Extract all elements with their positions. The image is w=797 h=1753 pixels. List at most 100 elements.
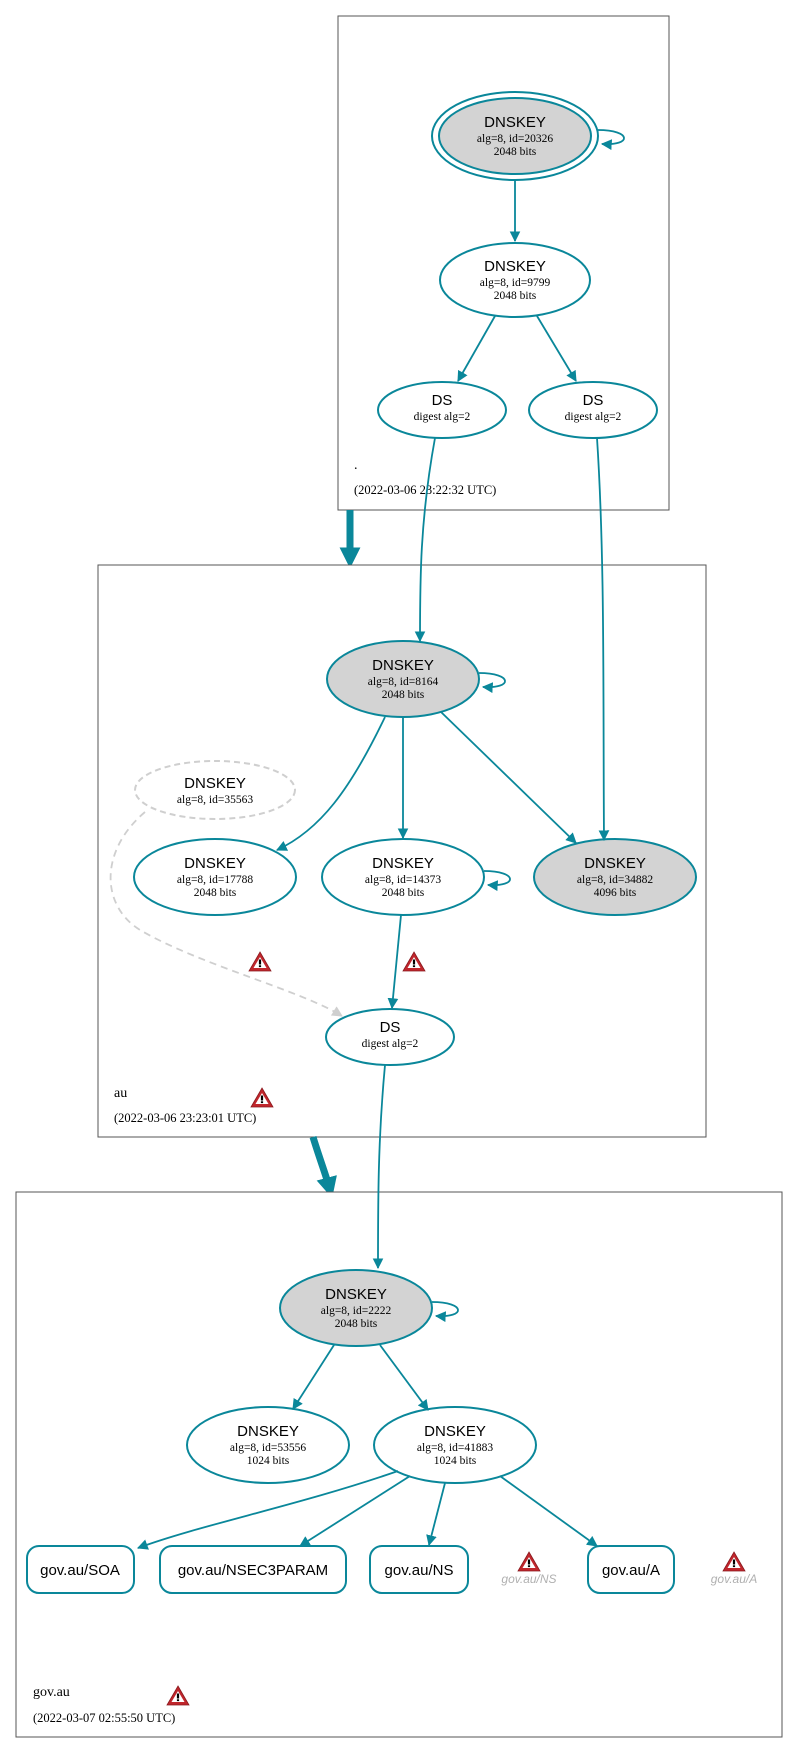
root-zsk-node[interactable]: DNSKEY alg=8, id=9799 2048 bits — [439, 242, 591, 318]
root-ds2-shape — [528, 381, 658, 439]
au-key3-node[interactable]: DNSKEY alg=8, id=34882 4096 bits — [533, 838, 697, 916]
zone-root: DNSKEY alg=8, id=20326 2048 bits DNSKEY … — [337, 15, 670, 511]
edge-gov-zsk2-to-nsec3param — [299, 1475, 411, 1547]
rrset-ns[interactable]: gov.au/NS — [369, 1545, 469, 1594]
au-ds-title: DS — [380, 1019, 401, 1036]
edge-root-zsk-to-ds2 — [536, 315, 577, 382]
root-ksk-self-edge — [597, 129, 625, 151]
au-zsk1-shape — [133, 838, 297, 916]
au-key3-shape — [533, 838, 697, 916]
gov-zsk2-title: DNSKEY — [424, 1423, 486, 1440]
rrset-ns-box — [369, 1545, 469, 1594]
gov-zsk1-alg: alg=8, id=53556 — [230, 1442, 306, 1454]
gov-ksk-title: DNSKEY — [325, 1286, 387, 1303]
edge-root-ds2-to-au-key3 — [596, 437, 610, 842]
edge-root-zsk-to-ds1 — [457, 315, 496, 382]
gov-zsk1-title: DNSKEY — [237, 1423, 299, 1440]
au-key3-bits: 4096 bits — [594, 887, 637, 899]
root-ksk-title: DNSKEY — [484, 114, 546, 131]
ghost-rrset-ns-label: gov.au/NS — [501, 1572, 556, 1586]
zone-au-timestamp: (2022-03-06 23:23:01 UTC) — [114, 1111, 256, 1125]
au-key3-title: DNSKEY — [584, 855, 646, 872]
zone-au-name: au — [114, 1086, 127, 1101]
gov-zsk2-bits: 1024 bits — [434, 1455, 477, 1467]
root-zsk-bits: 2048 bits — [494, 290, 537, 302]
gov-zsk2-alg: alg=8, id=41883 — [417, 1442, 493, 1454]
au-zsk1-title: DNSKEY — [184, 855, 246, 872]
root-ds2-node[interactable]: DS digest alg=2 — [528, 381, 658, 439]
root-ksk-bits: 2048 bits — [494, 146, 537, 158]
au-ksk-node[interactable]: DNSKEY alg=8, id=8164 2048 bits — [326, 640, 480, 718]
rrset-soa-box — [26, 1545, 135, 1594]
root-zsk-title: DNSKEY — [484, 258, 546, 275]
zone-gov-au: DNSKEY alg=8, id=2222 2048 bits DNSKEY a… — [15, 1191, 783, 1738]
delegation-au-to-gov-au — [309, 1135, 337, 1199]
rrset-a-box — [587, 1545, 675, 1594]
au-ksk-title: DNSKEY — [372, 657, 434, 674]
au-zsk2-alg: alg=8, id=14373 — [365, 874, 441, 886]
au-ksk-bits: 2048 bits — [382, 689, 425, 701]
au-missing-key-shape — [134, 760, 296, 820]
edge-au-missing-key-to-ds — [109, 811, 343, 1017]
gov-zsk2-node[interactable]: DNSKEY alg=8, id=41883 1024 bits — [373, 1406, 537, 1484]
gov-zsk1-node[interactable]: DNSKEY alg=8, id=53556 1024 bits — [186, 1406, 350, 1484]
au-zsk1-node[interactable]: DNSKEY alg=8, id=17788 2048 bits — [133, 838, 297, 916]
zone-gov-au-timestamp: (2022-03-07 02:55:50 UTC) — [33, 1711, 175, 1725]
root-ksk-node[interactable]: DNSKEY alg=8, id=20326 2048 bits — [431, 91, 599, 181]
edge-au-ds-to-gov-ksk — [372, 1064, 386, 1270]
root-zsk-alg: alg=8, id=9799 — [480, 277, 551, 289]
au-ds-node[interactable]: DS digest alg=2 — [325, 1008, 455, 1066]
rrset-soa[interactable]: gov.au/SOA — [26, 1545, 135, 1594]
rrset-ns-label: gov.au/NS — [385, 1562, 454, 1579]
edge-au-ksk-to-key3 — [440, 711, 577, 844]
rrset-nsec3param-box — [159, 1545, 347, 1594]
ghost-rrset-a-label: gov.au/A — [711, 1572, 757, 1586]
root-ds1-node[interactable]: DS digest alg=2 — [377, 381, 507, 439]
gov-ksk-node[interactable]: DNSKEY alg=8, id=2222 2048 bits — [279, 1269, 433, 1347]
au-zsk2-title: DNSKEY — [372, 855, 434, 872]
au-zsk2-node[interactable]: DNSKEY alg=8, id=14373 2048 bits — [321, 838, 485, 916]
root-zsk-shape — [439, 242, 591, 318]
gov-zsk1-bits: 1024 bits — [247, 1455, 290, 1467]
zone-root-name: . — [354, 458, 358, 473]
root-ksk-shape — [438, 97, 592, 175]
gov-zsk2-shape — [373, 1406, 537, 1484]
au-zsk2-bits: 2048 bits — [382, 887, 425, 899]
gov-ksk-shape — [279, 1269, 433, 1347]
edge-gov-zsk2-to-soa — [136, 1470, 399, 1550]
rrset-a[interactable]: gov.au/A — [587, 1545, 675, 1594]
au-zsk1-bits: 2048 bits — [194, 887, 237, 899]
edge-gov-ksk-to-zsk2 — [379, 1344, 429, 1411]
au-ksk-alg: alg=8, id=8164 — [368, 676, 439, 688]
au-zsk2-self-edge — [483, 870, 511, 892]
rrset-nsec3param-label: gov.au/NSEC3PARAM — [178, 1562, 328, 1579]
root-ds2-digest: digest alg=2 — [565, 411, 622, 423]
edge-root-ds1-to-au-ksk — [414, 437, 436, 643]
ghost-rrset-a[interactable]: gov.au/A — [711, 1551, 757, 1586]
zone-gov-au-name: gov.au — [33, 1685, 70, 1700]
rrset-a-label: gov.au/A — [602, 1562, 660, 1579]
gov-zsk1-shape — [186, 1406, 350, 1484]
au-ds-digest: digest alg=2 — [362, 1038, 419, 1050]
edge-au-zsk2-to-ds — [387, 914, 402, 1010]
gov-ksk-alg: alg=8, id=2222 — [321, 1305, 392, 1317]
au-zsk1-alg: alg=8, id=17788 — [177, 874, 253, 886]
au-missing-key-title: DNSKEY — [184, 775, 246, 792]
edge-gov-ksk-to-zsk1 — [292, 1344, 335, 1410]
gov-ksk-self-edge — [431, 1301, 459, 1323]
zone-root-timestamp: (2022-03-06 23:22:32 UTC) — [354, 483, 496, 497]
root-ds1-shape — [377, 381, 507, 439]
au-key3-alg: alg=8, id=34882 — [577, 874, 653, 886]
zone-au: DNSKEY alg=8, id=8164 2048 bits DNSKEY a… — [97, 564, 707, 1138]
ghost-rrset-ns[interactable]: gov.au/NS — [501, 1551, 557, 1586]
rrset-soa-label: gov.au/SOA — [40, 1562, 120, 1579]
au-missing-key-node[interactable]: DNSKEY alg=8, id=35563 — [134, 760, 296, 820]
root-ksk-alg: alg=8, id=20326 — [477, 133, 553, 145]
root-ds1-digest: digest alg=2 — [414, 411, 471, 423]
rrset-nsec3param[interactable]: gov.au/NSEC3PARAM — [159, 1545, 347, 1594]
au-ds-shape — [325, 1008, 455, 1066]
edge-au-ksk-to-zsk1 — [276, 716, 386, 851]
edge-gov-zsk2-to-a — [499, 1475, 598, 1547]
gov-ksk-bits: 2048 bits — [335, 1318, 378, 1330]
